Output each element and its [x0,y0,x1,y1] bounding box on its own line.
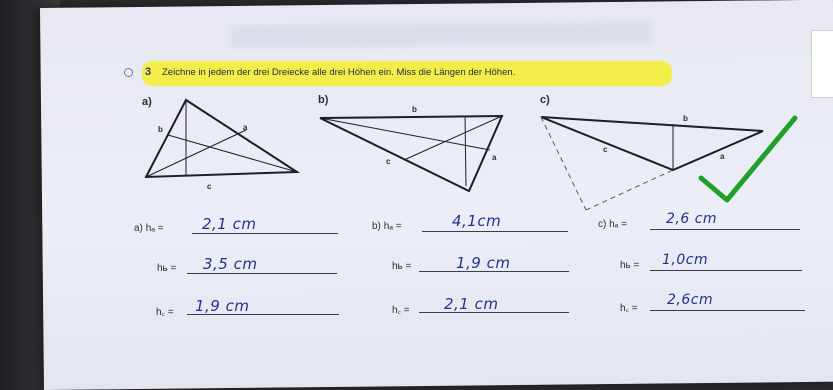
figure-c-label: c) [540,94,550,106]
answer-c-hc: 2,6cm [667,292,714,308]
task-number: 3 [145,66,152,78]
figure-b-label: b) [318,94,329,106]
triangle-a-height-a [145,129,247,178]
answer-a-prefix: a) hₐ = [134,223,164,234]
answer-line [419,271,569,272]
answer-b-hc-label: h꜀ = [392,305,410,316]
triangle-b-height-b [464,115,467,187]
answer-b-hc: 2,1 cm [444,295,499,313]
triangle-c-ext-2 [585,169,674,211]
triangle-a [144,98,301,179]
triangle-b-side-c: c [386,157,391,166]
answer-c-hb: 1,0cm [662,252,709,268]
triangle-b [319,114,504,193]
answer-line [187,314,339,315]
checkmark-icon [698,115,798,203]
paper-tab [811,30,833,98]
answer-line [422,231,568,232]
answer-a-ha: 2,1 cm [202,215,257,233]
circle-bullet-icon [124,68,133,77]
answer-line [187,273,337,274]
answer-line [650,229,800,230]
triangle-c-side-b: b [683,114,688,123]
answer-c-hc-label: h꜀ = [620,303,638,314]
answer-b-hb-label: hь = [392,261,412,272]
task-instruction: Zeichne in jedem der drei Dreiecke alle … [162,67,516,78]
triangle-a-side-b: b [158,125,163,134]
answer-a-hc: 1,9 cm [195,297,250,315]
triangle-a-height-b [167,134,298,173]
answer-b-hb: 1,9 cm [456,254,511,272]
answer-line [650,270,802,271]
triangle-c-side-a: a [720,152,725,161]
answer-c-hb-label: hь = [620,260,640,271]
triangle-b-height-c [403,115,503,161]
answer-a-hb-label: hь = [157,263,177,274]
answer-c-prefix: c) hₐ = [598,219,628,230]
answer-b-prefix: b) hₐ = [372,221,402,232]
answer-b-ha: 4,1cm [452,212,502,230]
triangle-a-side-a: a [243,123,248,132]
triangle-b-side-b: b [412,105,417,114]
task-highlight [142,61,672,86]
figure-a-label: a) [142,96,152,108]
answer-a-hb: 3,5 cm [203,255,258,273]
triangle-b-height-a [319,117,491,151]
answer-line [650,310,805,311]
triangle-c [540,116,764,211]
answer-c-ha: 2,6 cm [666,211,718,227]
triangle-c-side-c: c [603,145,608,154]
answer-a-hc-label: h꜀ = [156,307,174,318]
triangle-c-ext-1 [540,116,587,211]
triangle-b-side-a: a [492,153,497,162]
triangle-a-side-c: c [207,182,212,191]
answer-line [419,312,569,313]
answer-line [192,233,338,234]
